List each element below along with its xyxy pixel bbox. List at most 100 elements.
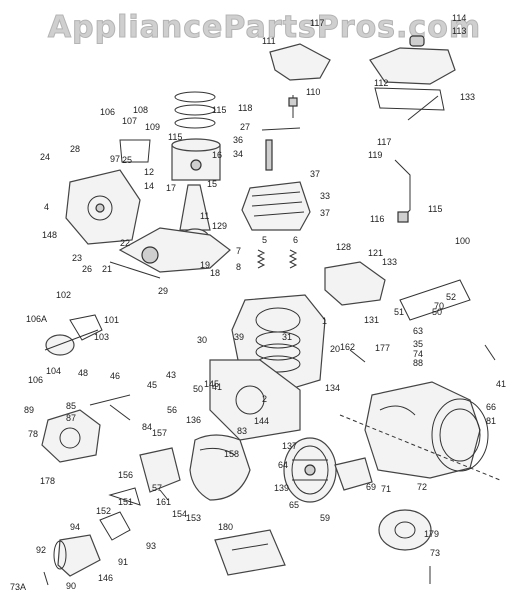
part-label: 51 [394,307,404,317]
part-label: 136 [186,415,201,425]
rope-pulley [378,509,432,551]
part-label: 106 [100,107,115,117]
part-label: 4 [44,202,49,212]
part-label: 89 [24,405,34,415]
part-label: 81 [486,416,496,426]
part-label: 21 [102,264,112,274]
part-label: 33 [320,191,330,201]
part-label: 134 [325,383,340,393]
part-label: 78 [28,429,38,439]
muffler-bracket [394,95,439,223]
part-label: 110 [306,87,320,97]
part-label: 12 [144,167,154,177]
part-label: 156 [118,470,133,480]
part-label: 6 [293,235,298,245]
part-label: 146 [98,573,113,583]
part-label: 66 [486,402,496,412]
part-label: 116 [370,214,384,224]
part-label: 152 [96,506,111,516]
part-label: 25 [122,155,132,165]
part-label: 37 [310,169,320,179]
part-label: 117 [377,137,391,147]
part-label: 180 [218,522,233,532]
part-label: 128 [336,242,351,252]
part-label: 19 [200,260,210,270]
part-label: 24 [40,152,50,162]
part-label: 36 [233,135,243,145]
part-label: 106 [28,375,43,385]
fuel-filter [53,487,141,577]
leader-lines [43,344,496,586]
part-label: 97 [110,154,120,164]
part-label: 83 [237,426,247,436]
starter-housing [364,381,489,479]
part-label: 151 [118,497,133,507]
part-label: 129 [212,221,227,231]
part-label: 85 [66,401,76,411]
part-label: 46 [110,371,120,381]
part-label: 104 [46,366,61,376]
part-label: 91 [118,557,128,567]
tank-bracket [269,43,331,118]
part-label: 28 [70,144,80,154]
part-label: 59 [320,513,330,523]
part-label: 27 [240,122,250,132]
part-label: 14 [144,181,154,191]
carburetor [41,394,131,463]
part-label: 145 [204,379,219,389]
part-label: 69 [366,482,376,492]
part-label: 94 [70,522,80,532]
part-label: 35 [413,339,423,349]
part-label: 2 [262,394,267,404]
part-label: 15 [207,179,217,189]
part-label: 103 [94,332,109,342]
crankcase [209,359,301,441]
piston-rings [171,91,221,181]
part-label: 45 [147,380,157,390]
part-label: 34 [233,149,243,159]
part-label: 18 [210,268,220,278]
part-label: 118 [238,103,252,113]
part-label: 153 [186,513,201,523]
part-label: 74 [413,349,423,359]
fuel-tank [369,35,456,111]
part-label: 93 [146,541,156,551]
part-label: 20 [330,344,340,354]
part-label: 107 [122,116,137,126]
part-label: 65 [289,500,299,510]
part-label: 63 [413,326,423,336]
air-cleaner [44,314,103,356]
part-label: 92 [36,545,46,555]
part-label: 179 [424,529,439,539]
part-label: 11 [200,211,209,221]
starter-cup [334,457,373,491]
part-label: 7 [236,246,241,256]
part-label: 133 [460,92,475,102]
part-label: 5 [262,235,267,245]
breather-cover [324,261,471,321]
part-label: 84 [142,422,152,432]
part-label: 43 [166,370,176,380]
part-label: 8 [236,262,241,272]
part-label: 101 [104,315,119,325]
watermark: AppliancePartsPros.com [47,10,482,46]
part-label: 154 [172,509,187,519]
part-label: 16 [212,150,222,160]
part-label: 29 [158,286,168,296]
part-label: 31 [282,332,292,342]
part-label: 50 [193,384,203,394]
governor-assembly [65,139,151,245]
part-label: 52 [446,292,456,302]
part-label: 121 [368,248,383,258]
part-label: 114 [452,13,466,23]
blower-shroud [189,434,251,501]
part-label: 71 [381,484,391,494]
part-label: 102 [56,290,71,300]
flywheel [283,437,337,503]
gasket-set [214,529,286,576]
part-label: 137 [282,441,297,451]
part-label: 48 [78,368,88,378]
part-label: 50 [432,307,442,317]
